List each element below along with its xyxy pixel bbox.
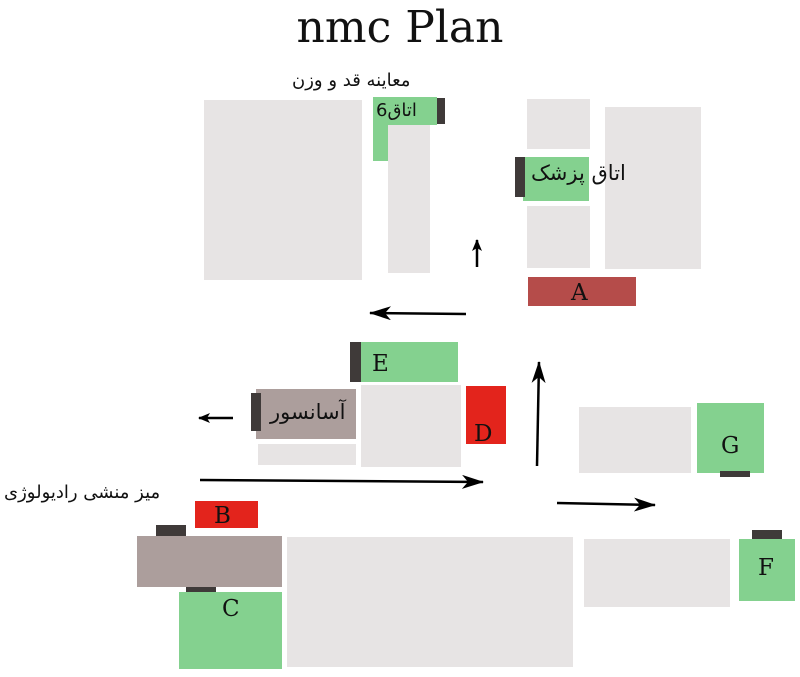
elevator[interactable] [256,389,356,439]
room-g-label: G [721,433,740,459]
elevator-door [251,393,261,431]
room-f[interactable] [739,539,795,601]
bottom-right-block [584,539,730,607]
mid-right-small-block [527,206,590,268]
room-6-green-top[interactable] [373,97,437,125]
room-6-caption: معاینه قد و وزن [292,70,411,91]
arrow-right-lower [556,497,656,512]
upper-right-small-block [527,99,590,149]
right-tall-block [605,107,701,269]
doctor-room-label: اتاق پزشک [531,161,626,185]
doctor-room[interactable] [523,157,589,201]
arrow-left-upper [369,306,467,321]
room-d-label: D [474,421,493,447]
elevator-label: آسانسور [270,400,346,424]
radiology-desk-label: میز منشی رادیولوژی [4,482,161,503]
doctor-room-door [515,157,525,197]
radiology-desk[interactable] [137,536,282,587]
room-g[interactable] [697,403,764,473]
room-c-label: C [222,596,240,622]
right-mid-block [579,407,691,473]
room-c[interactable] [179,592,282,669]
plan-title: nmc Plan [296,2,504,53]
elevator-strip [258,444,356,465]
room-f-label: F [758,555,774,581]
left-upper-block [204,100,362,280]
room-b[interactable] [195,501,258,528]
room-c-door [186,587,216,592]
room-e-door [350,342,361,382]
bottom-large-block [287,537,573,667]
room-e[interactable] [351,342,458,382]
room-e-label: E [372,351,389,377]
room-g-door [720,471,750,477]
room-6-label: اتاق6 [376,100,417,121]
arrow-right-long [199,474,484,489]
narrow-corridor-block [388,125,430,273]
arrow-up-large [531,361,546,467]
radiology-desk-door [156,525,186,536]
room-6-door [437,98,445,124]
room-a[interactable] [528,277,636,306]
room-b-label: B [214,503,231,529]
room-d[interactable] [466,386,506,444]
room-f-door [752,530,782,539]
room-a-label: A [571,280,588,306]
center-block [361,385,461,467]
